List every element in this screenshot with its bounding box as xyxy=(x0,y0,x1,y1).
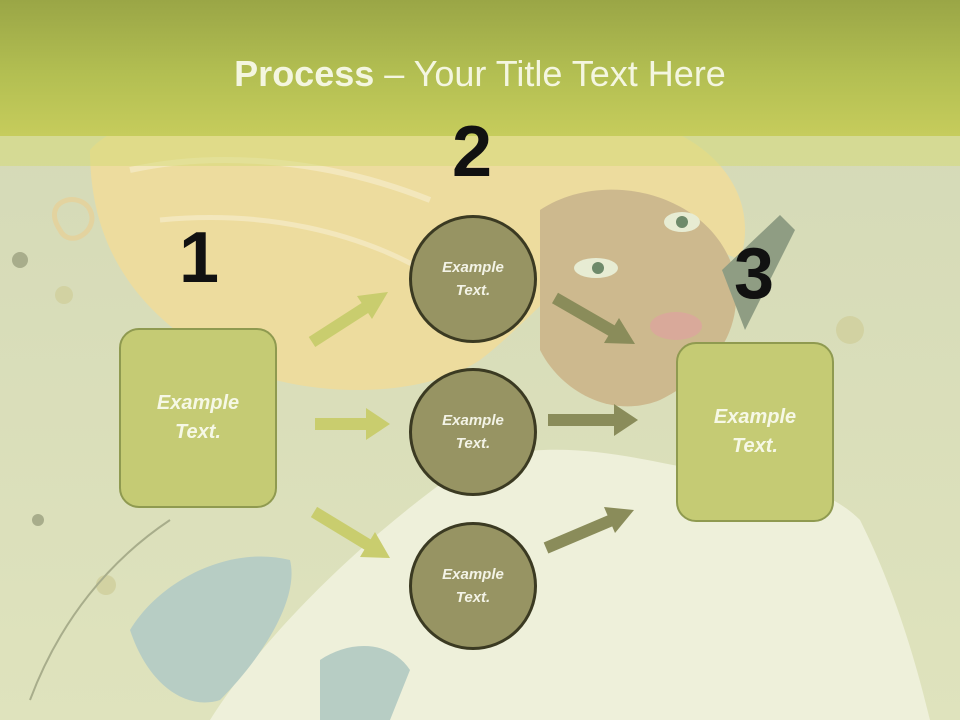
title-rest: – Your Title Text Here xyxy=(374,53,726,94)
process-circle-middle-text: Example Text. xyxy=(442,412,504,452)
process-circle-top-text: Example Text. xyxy=(442,259,504,299)
step-box-3-text: Example Text. xyxy=(713,406,797,457)
step-number-1: 1 xyxy=(178,218,220,298)
title-bold: Process xyxy=(234,53,375,94)
title-bar xyxy=(0,0,960,136)
slide-title[interactable]: Process – Your Title Text Here xyxy=(0,50,960,98)
step-number-2: 2 xyxy=(451,112,493,192)
process-circle-middle[interactable]: Example Text. xyxy=(409,368,537,496)
step-number-3: 3 xyxy=(733,234,775,314)
step-box-1[interactable]: Example Text. xyxy=(119,328,277,508)
process-circle-bottom-text: Example Text. xyxy=(442,566,504,606)
step-box-1-text: Example Text. xyxy=(156,392,240,443)
process-circle-bottom[interactable]: Example Text. xyxy=(409,522,537,650)
step-box-3[interactable]: Example Text. xyxy=(676,342,834,522)
title-bar-shade xyxy=(0,136,960,166)
process-circle-top[interactable]: Example Text. xyxy=(409,215,537,343)
